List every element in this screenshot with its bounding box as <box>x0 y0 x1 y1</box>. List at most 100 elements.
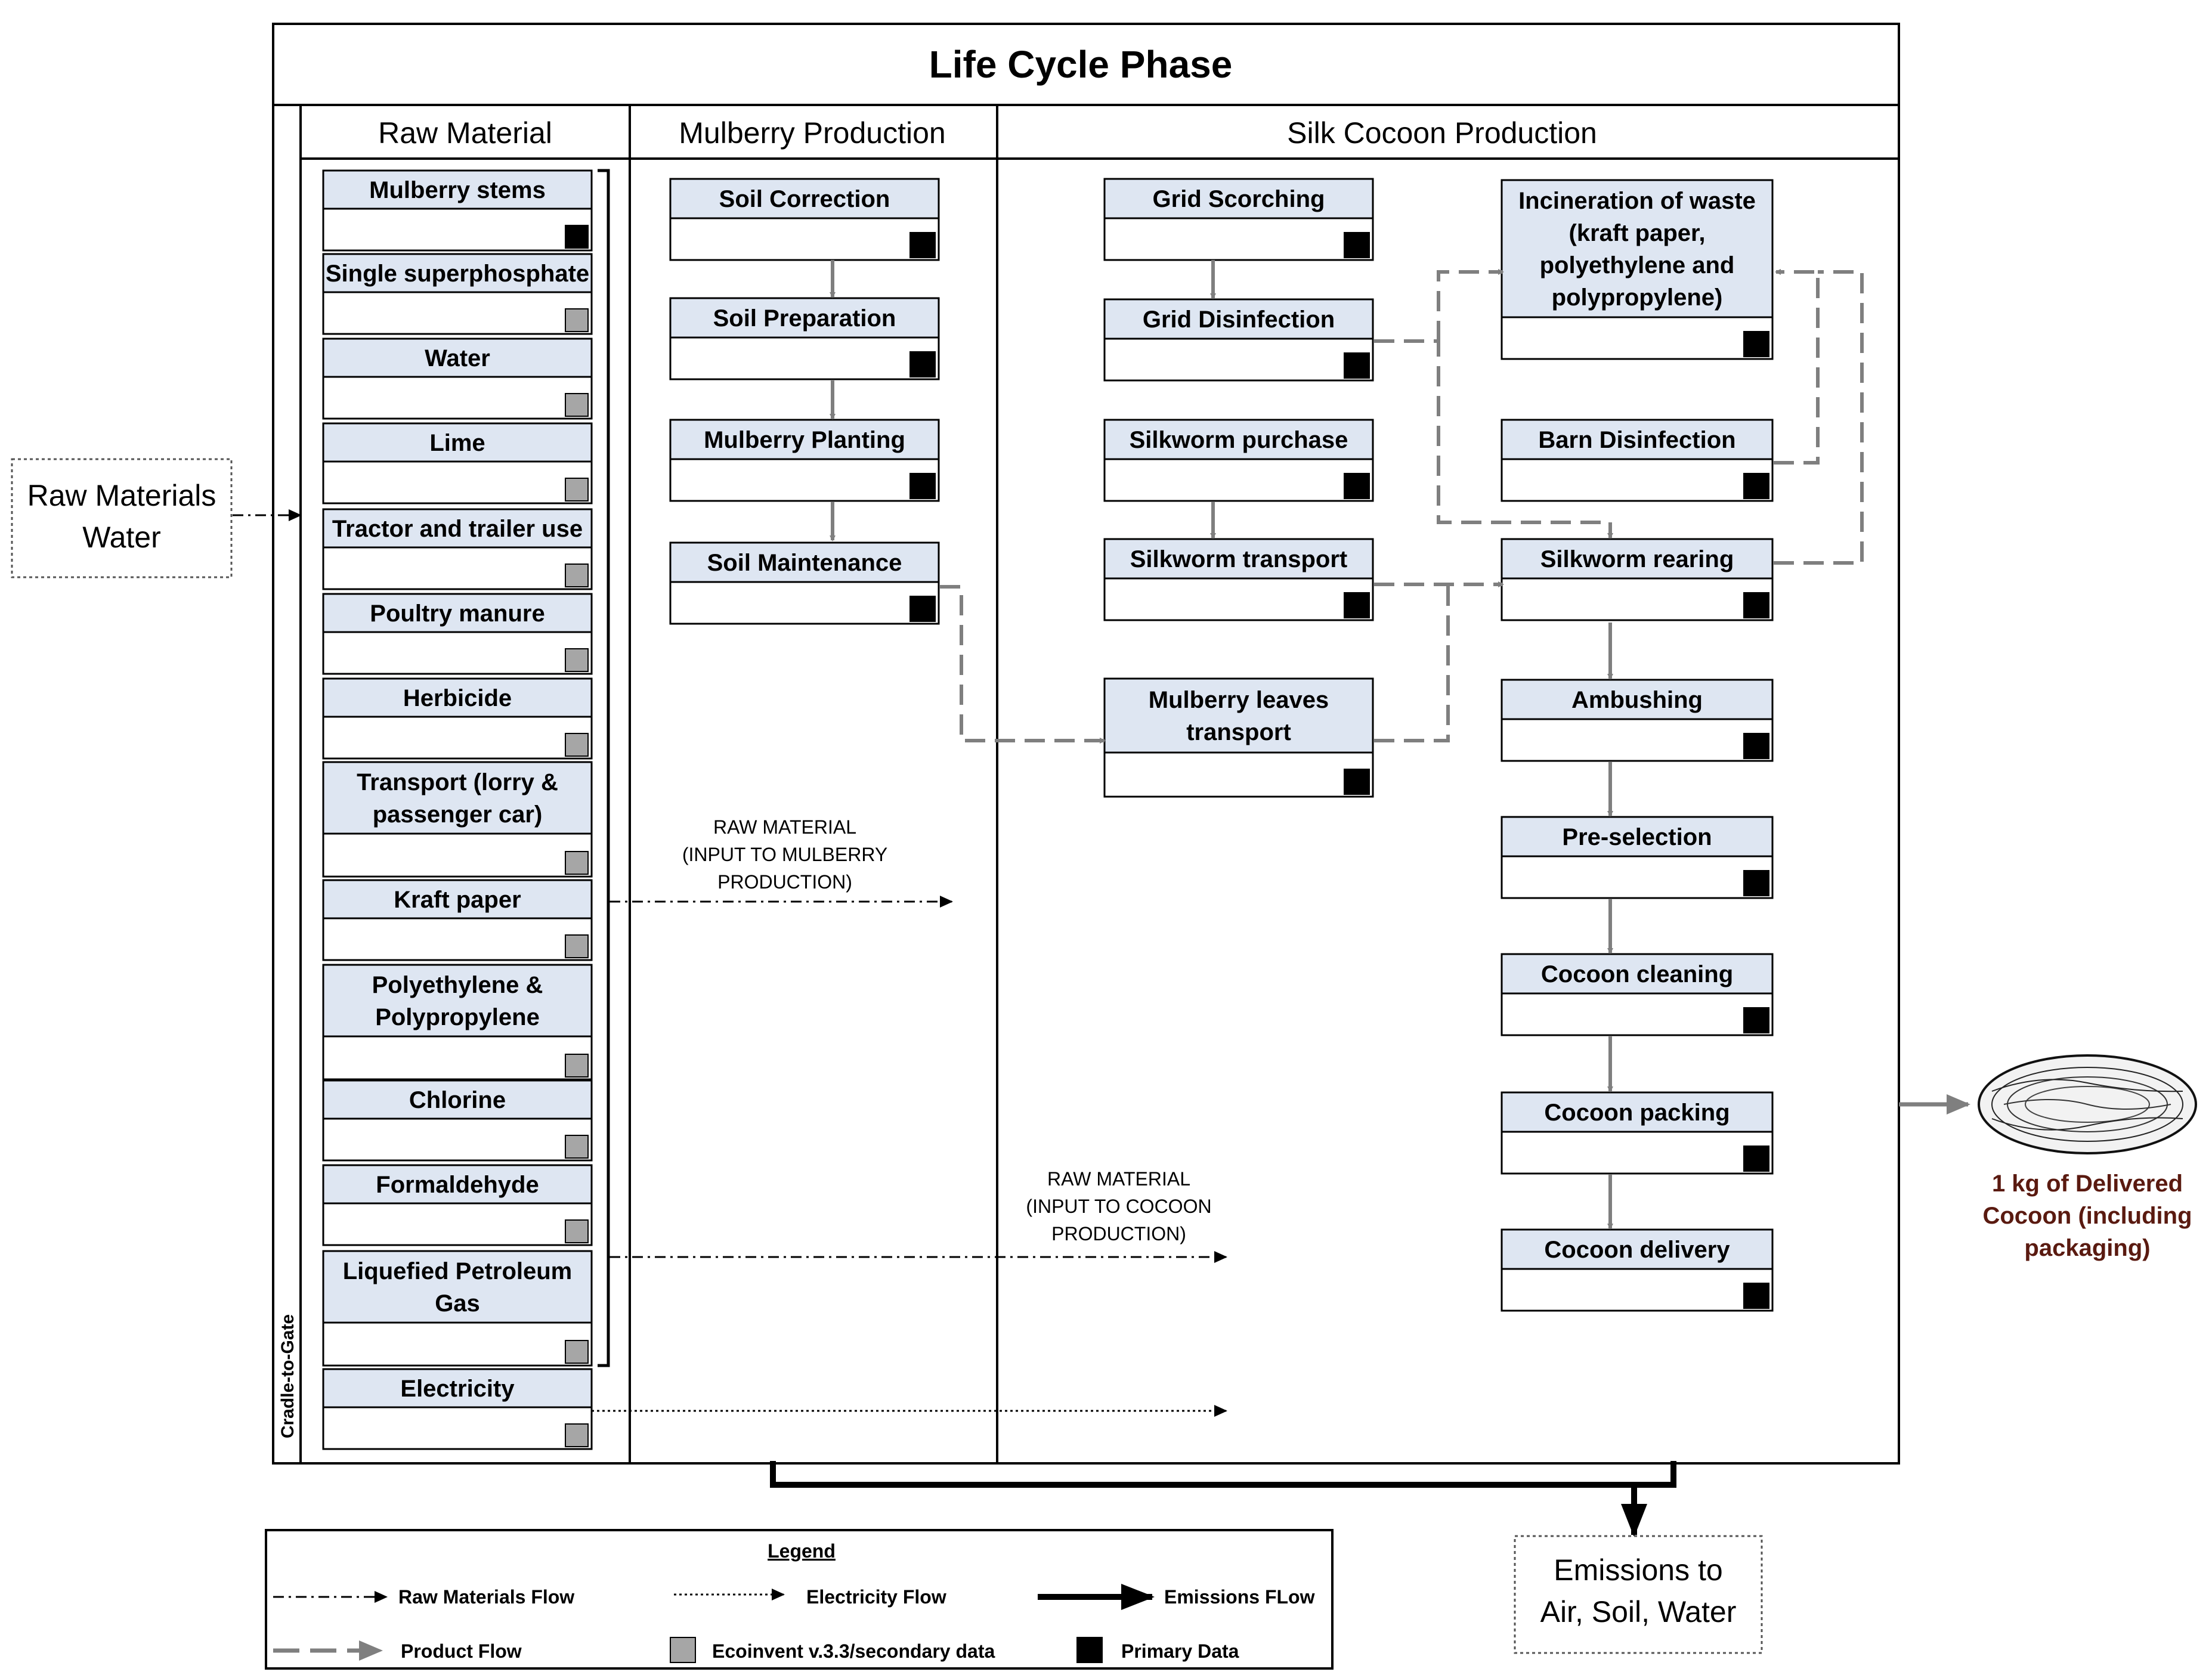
process-box-label: Soil Correction <box>719 186 890 212</box>
legend-title: Legend <box>768 1540 836 1562</box>
flow-maintenance-to-leaves-transport <box>940 585 1106 744</box>
process-box-label: Electricity <box>400 1376 515 1402</box>
process-box-formaldehyde: Formaldehyde <box>322 1164 593 1246</box>
primary-data-square <box>909 232 936 258</box>
process-box-lime: Lime <box>322 422 593 504</box>
primary-data-square <box>1344 592 1370 618</box>
emissions-box: Emissions to Air, Soil, Water <box>1514 1535 1763 1654</box>
primary-data-square <box>1743 473 1769 499</box>
product-label: 1 kg of Delivered Cocoon (including pack… <box>1982 1171 2192 1261</box>
process-box-label: Liquefied Petroleum <box>343 1258 573 1284</box>
process-box-label: Tractor and trailer use <box>332 516 583 542</box>
process-box-header <box>322 508 593 549</box>
process-box-single-superphosphate: Single superphosphate <box>322 253 593 335</box>
process-box-label: Cocoon delivery <box>1544 1237 1730 1263</box>
column-header-mulberry-production: Mulberry Production <box>679 116 945 150</box>
process-box-header <box>1501 679 1774 720</box>
product-flow-arrows <box>830 260 1613 1230</box>
primary-data-square <box>909 596 936 622</box>
process-box-label: Herbicide <box>403 685 512 711</box>
legend-product-flow-label: Product Flow <box>401 1640 522 1662</box>
primary-data-square <box>1344 352 1370 379</box>
process-box-mulberry-planting: Mulberry Planting <box>669 419 940 502</box>
flow-note-cocoon-line-2: (INPUT TO COCOON <box>1026 1196 1211 1217</box>
primary-data-square <box>1344 769 1370 795</box>
secondary-data-square <box>565 564 589 587</box>
process-box-header <box>322 761 593 835</box>
process-box-header <box>669 297 940 339</box>
primary-data-square <box>565 225 589 249</box>
process-box-label: polypropylene) <box>1552 284 1723 311</box>
secondary-data-square <box>565 1423 589 1447</box>
process-box-label: Polypropylene <box>375 1004 540 1030</box>
process-box-label: Polyethylene & <box>372 972 543 998</box>
process-box-poultry-manure: Poultry manure <box>322 593 593 675</box>
process-box-header <box>322 253 593 293</box>
flow-note-mulberry-line-1: RAW MATERIAL <box>713 816 856 838</box>
product-flow-dashed <box>940 269 1864 744</box>
legend-raw-flow-label: Raw Materials Flow <box>398 1586 574 1608</box>
process-box-tractor-and-trailer-use: Tractor and trailer use <box>322 508 593 590</box>
process-box-ambushing: Ambushing <box>1501 679 1774 762</box>
process-box-label: Formaldehyde <box>376 1172 539 1198</box>
secondary-data-square <box>565 934 589 958</box>
emissions-box-line-1: Emissions to <box>1554 1553 1722 1587</box>
process-box-label: Silkworm purchase <box>1130 427 1348 453</box>
secondary-data-square <box>565 1340 589 1364</box>
product-label-line-3: packaging) <box>2024 1235 2150 1261</box>
process-box-header <box>669 178 940 219</box>
process-box-soil-preparation: Soil Preparation <box>669 297 940 380</box>
primary-data-square <box>1743 1283 1769 1309</box>
process-box-header <box>1501 179 1774 318</box>
process-box-header <box>322 1250 593 1324</box>
process-box-label: Incineration of waste <box>1518 188 1756 214</box>
process-box-header <box>322 677 593 718</box>
process-box-label: Pre-selection <box>1562 824 1712 850</box>
secondary-data-square <box>565 733 589 757</box>
process-box-soil-correction: Soil Correction <box>669 178 940 261</box>
process-box-header <box>1501 816 1774 857</box>
input-box-line-1: Raw Materials <box>27 479 216 512</box>
product-label-line-2: Cocoon (including <box>1982 1203 2192 1229</box>
process-box-header <box>1103 298 1374 340</box>
process-box-header <box>1501 538 1774 580</box>
raw-material-bracket <box>598 169 610 1367</box>
process-box-header <box>322 593 593 633</box>
process-box-mulberry-stems: Mulberry stems <box>322 169 593 252</box>
page-title: Life Cycle Phase <box>929 43 1233 86</box>
primary-data-square <box>1743 592 1769 618</box>
process-box-header <box>1501 419 1774 460</box>
process-box-label: Mulberry stems <box>369 177 546 203</box>
process-box-header <box>322 1164 593 1205</box>
process-box-label: Lime <box>429 430 485 456</box>
process-box-header <box>322 964 593 1038</box>
process-box-header <box>1103 677 1374 754</box>
process-box-header <box>1103 538 1374 580</box>
process-box-label: Cocoon packing <box>1544 1100 1730 1126</box>
legend-emissions-flow-label: Emissions FLow <box>1164 1586 1315 1608</box>
process-box-label: Chlorine <box>409 1087 506 1113</box>
cocoon-icon <box>1978 1054 2197 1154</box>
process-box-label: Silkworm rearing <box>1540 546 1734 572</box>
process-box-barn-disinfection: Barn Disinfection <box>1501 419 1774 502</box>
process-box-label: Cocoon cleaning <box>1541 961 1733 987</box>
primary-data-square <box>909 473 936 499</box>
legend-secondary-label: Ecoinvent v.3.3/secondary data <box>712 1640 995 1662</box>
primary-data-square <box>1743 733 1769 759</box>
column-header-silk-cocoon-production: Silk Cocoon Production <box>1287 116 1597 150</box>
process-box-label: Mulberry Planting <box>704 427 905 453</box>
process-box-label: Grid Disinfection <box>1143 307 1335 333</box>
secondary-data-square <box>565 1054 589 1078</box>
process-box-grid-scorching: Grid Scorching <box>1103 178 1374 261</box>
flow-note-cocoon-line-1: RAW MATERIAL <box>1047 1168 1190 1190</box>
process-box-water: Water <box>322 338 593 420</box>
process-box-soil-maintenance: Soil Maintenance <box>669 541 940 625</box>
process-box-header <box>322 1368 593 1408</box>
process-box-cocoon-delivery: Cocoon delivery <box>1501 1228 1774 1312</box>
process-box-header <box>1501 1228 1774 1270</box>
